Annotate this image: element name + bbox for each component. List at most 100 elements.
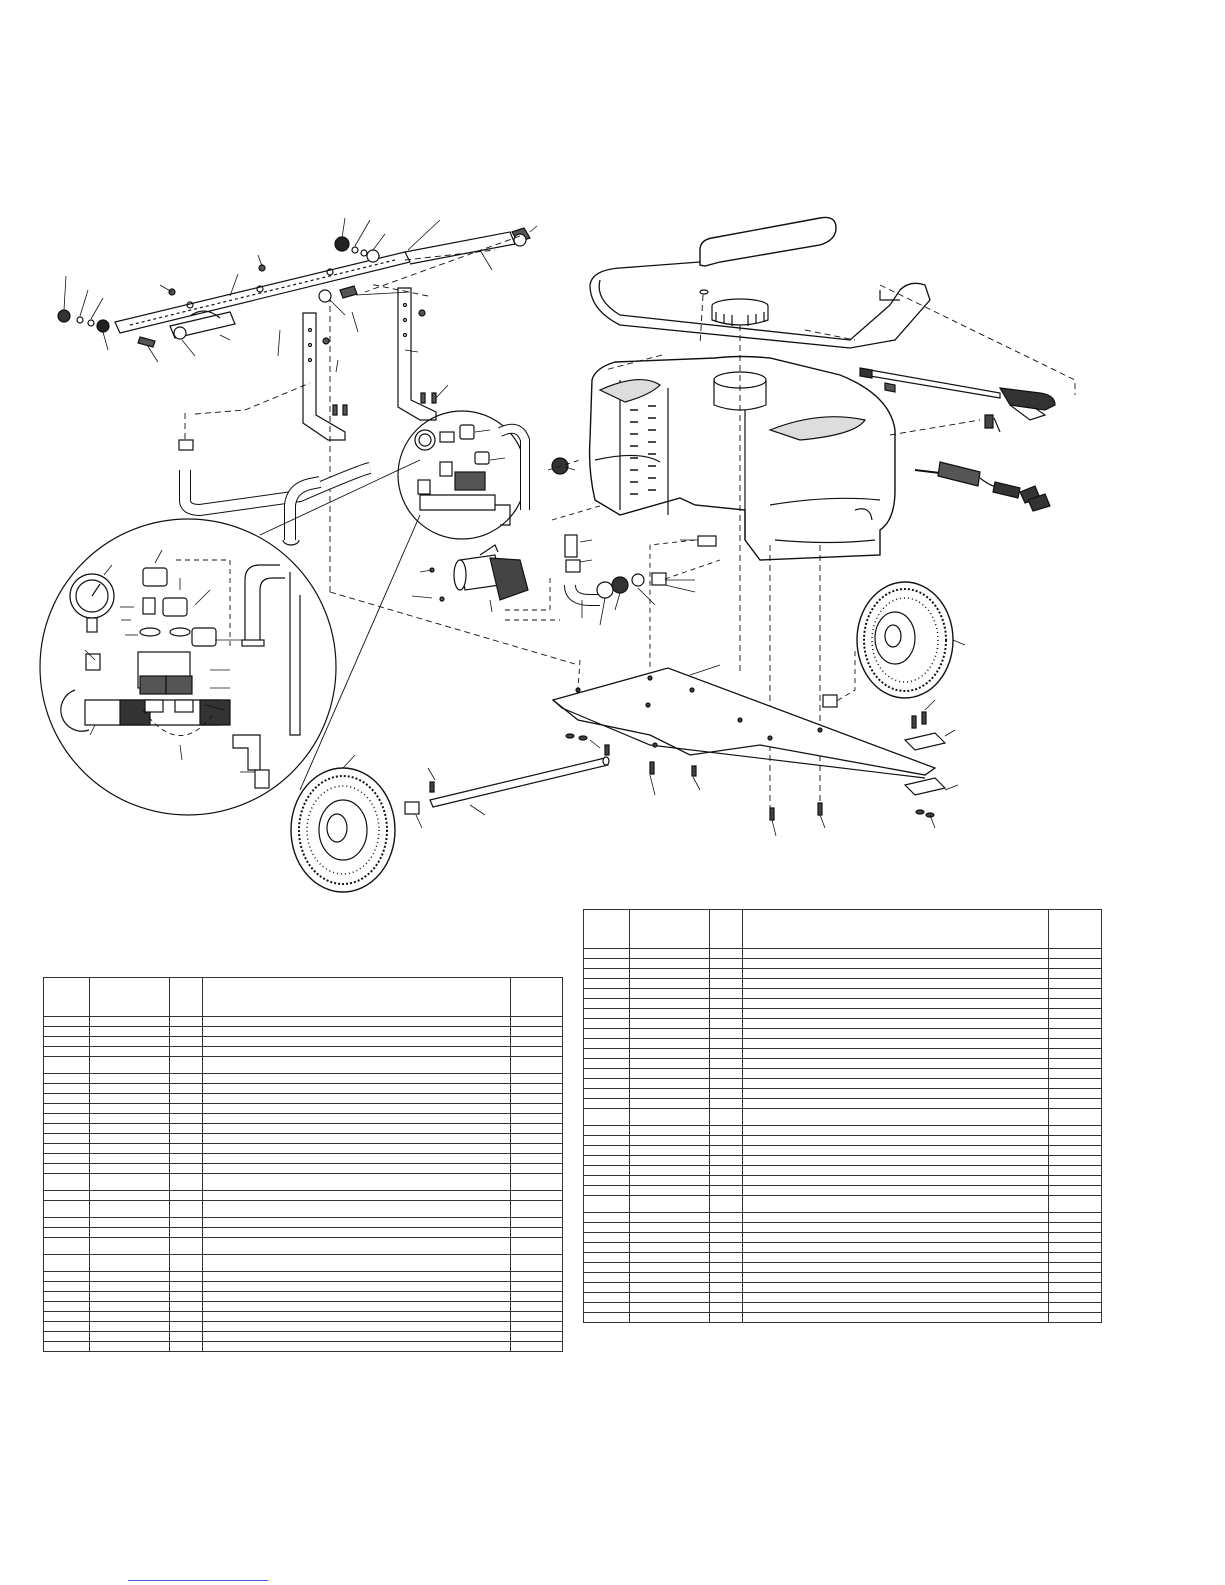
- table-cell: [169, 1093, 203, 1104]
- table-cell: [709, 1222, 743, 1233]
- table-row: [583, 1125, 1102, 1136]
- table-cell: [583, 1222, 630, 1233]
- table-cell: [1048, 978, 1102, 989]
- table-cell: [202, 1173, 511, 1191]
- table-cell: [510, 1143, 563, 1154]
- table-cell: [742, 1018, 1049, 1029]
- table-cell: [1048, 958, 1102, 969]
- table-cell: [583, 1155, 630, 1166]
- table-cell: [43, 1301, 90, 1312]
- battery-cable: [914, 414, 1051, 512]
- table-cell: [510, 1173, 563, 1191]
- table-cell: [709, 1135, 743, 1146]
- table-cell: [583, 909, 630, 949]
- suction-hose: [178, 439, 372, 546]
- table-row: [583, 1212, 1102, 1223]
- table-cell: [629, 1232, 710, 1243]
- table-row: [43, 1254, 563, 1272]
- table-cell: [709, 1165, 743, 1176]
- table-cell: [709, 1195, 743, 1213]
- table-cell: [742, 1302, 1049, 1313]
- table-cell: [169, 1291, 203, 1302]
- table-cell: [202, 1301, 511, 1312]
- table-cell: [629, 1292, 710, 1303]
- table-cell: [742, 1028, 1049, 1039]
- table-cell: [629, 1018, 710, 1029]
- table-cell: [202, 1321, 511, 1332]
- table-cell: [89, 1133, 170, 1144]
- table-cell: [89, 977, 170, 1017]
- table-cell: [510, 1254, 563, 1272]
- table-cell: [629, 978, 710, 989]
- table-cell: [629, 1252, 710, 1263]
- table-cell: [742, 1135, 1049, 1146]
- table-cell: [202, 1163, 511, 1174]
- table-cell: [629, 1195, 710, 1213]
- table-cell: [709, 1175, 743, 1186]
- table-cell: [202, 1083, 511, 1094]
- table-cell: [89, 1291, 170, 1302]
- table-cell: [709, 1048, 743, 1059]
- table-cell: [169, 1190, 203, 1201]
- table-cell: [583, 1212, 630, 1223]
- table-cell: [583, 1028, 630, 1039]
- table-cell: [43, 1026, 90, 1037]
- table-cell: [1048, 1292, 1102, 1303]
- table-cell: [510, 1291, 563, 1302]
- table-cell: [202, 1026, 511, 1037]
- table-cell: [43, 1016, 90, 1027]
- table-row: [583, 1098, 1102, 1109]
- table-cell: [629, 1048, 710, 1059]
- table-cell: [742, 958, 1049, 969]
- table-row: [43, 1143, 563, 1154]
- table-cell: [742, 1108, 1049, 1126]
- table-cell: [742, 1212, 1049, 1223]
- wheel-right: [856, 581, 966, 699]
- table-cell: [169, 1331, 203, 1342]
- table-cell: [742, 1165, 1049, 1176]
- table-cell: [169, 1036, 203, 1047]
- table-cell: [583, 1068, 630, 1079]
- table-cell: [202, 1143, 511, 1154]
- table-cell: [1048, 1048, 1102, 1059]
- table-cell: [43, 1153, 90, 1164]
- table-cell: [1048, 1302, 1102, 1313]
- table-cell: [43, 1311, 90, 1322]
- table-cell: [583, 1038, 630, 1049]
- table-cell: [742, 1125, 1049, 1136]
- table-row: [583, 1088, 1102, 1099]
- table-cell: [169, 1143, 203, 1154]
- table-cell: [742, 1175, 1049, 1186]
- table-cell: [1048, 1078, 1102, 1089]
- table-row: [583, 948, 1102, 959]
- table-cell: [89, 1056, 170, 1074]
- table-cell: [202, 1093, 511, 1104]
- tank-fittings: [498, 423, 721, 626]
- table-cell: [202, 1016, 511, 1027]
- table-cell: [742, 998, 1049, 1009]
- table-cell: [742, 1078, 1049, 1089]
- table-cell: [169, 1271, 203, 1282]
- table-cell: [43, 1093, 90, 1104]
- table-cell: [89, 1026, 170, 1037]
- table-cell: [1048, 1272, 1102, 1283]
- table-cell: [169, 1073, 203, 1084]
- table-cell: [629, 1028, 710, 1039]
- valve-assembly-callout: [397, 410, 527, 540]
- table-row: [43, 1083, 563, 1094]
- table-cell: [1048, 948, 1102, 959]
- table-cell: [583, 1242, 630, 1253]
- pump: [411, 544, 560, 621]
- table-cell: [709, 1262, 743, 1273]
- table-cell: [629, 1155, 710, 1166]
- table-row: [43, 1113, 563, 1124]
- table-row: [583, 1078, 1102, 1089]
- table-row: [583, 1038, 1102, 1049]
- table-cell: [709, 988, 743, 999]
- boom-bar: [114, 251, 411, 334]
- table-cell: [709, 1212, 743, 1223]
- table-cell: [709, 948, 743, 959]
- table-cell: [169, 1200, 203, 1218]
- table-cell: [742, 1088, 1049, 1099]
- table-cell: [583, 1185, 630, 1196]
